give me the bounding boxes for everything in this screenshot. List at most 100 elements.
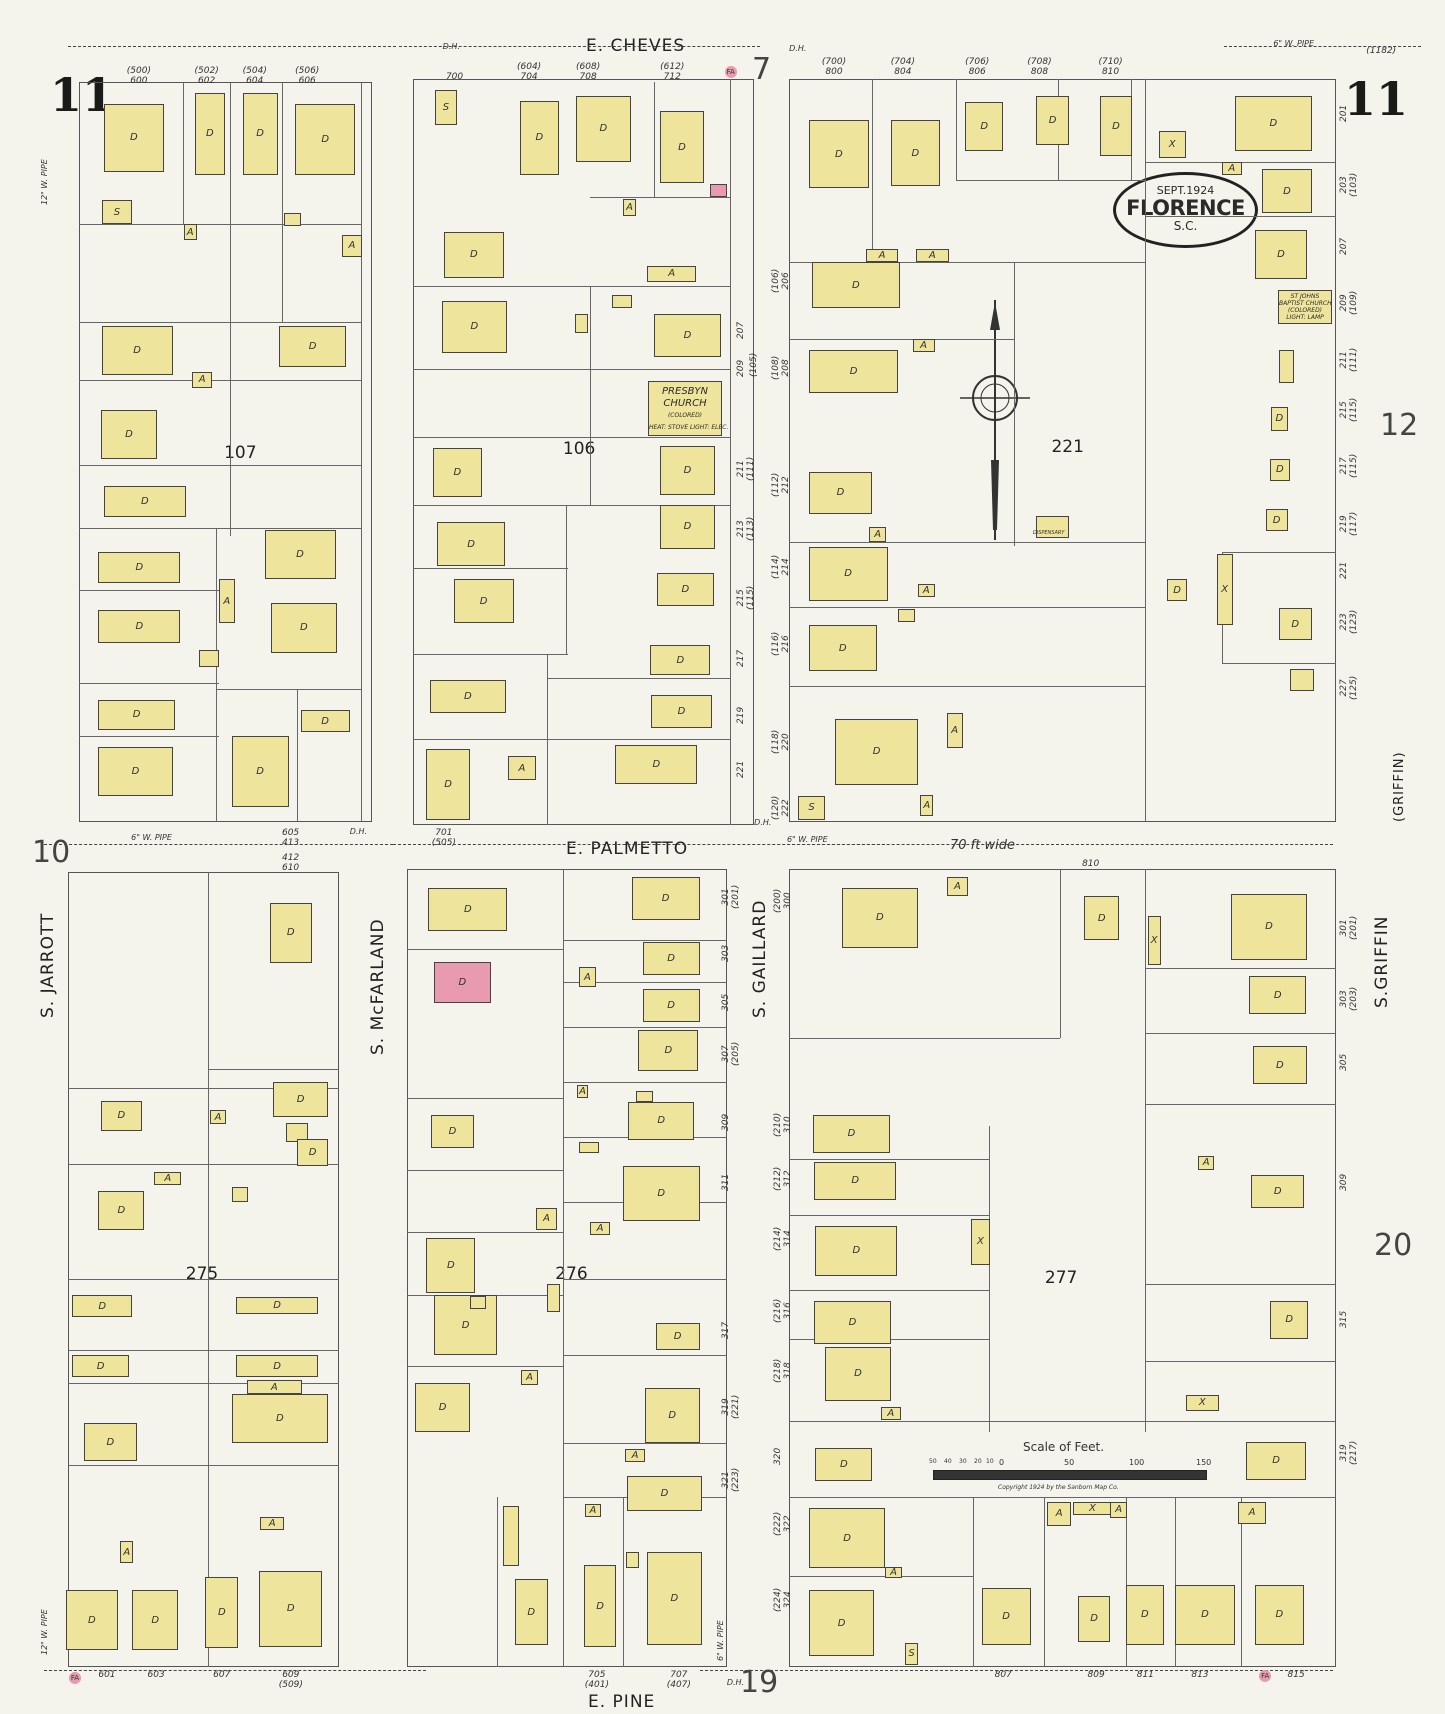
dwelling: D [814,1300,891,1345]
house-number: 309 [1338,1174,1349,1192]
auto-garage: A [218,579,235,623]
dry-hydrant-label: D.H. [442,41,460,51]
auto-garage: A [623,198,637,217]
block-number: 107 [224,442,257,463]
lot-line [406,1098,563,1100]
dwelling: D [1230,894,1308,960]
house-number: 221 [735,761,746,779]
auto-garage: A [880,1406,901,1420]
dwelling: D [273,1082,328,1118]
dwelling: D [651,695,712,728]
dwelling: D [269,902,312,963]
dwelling: D [300,710,350,733]
store: S [797,795,826,820]
house-number: 211 (111) [735,456,756,481]
house-number: (218) 318 [772,1358,793,1383]
outbuilding [579,1142,599,1154]
lot-line [956,78,958,181]
house-number: 807 [994,1670,1012,1681]
dry-hydrant-label: D.H. [754,817,772,827]
dwelling: D [1084,896,1120,940]
church-name: PRESBYN [662,386,708,397]
dwelling: D [1174,1584,1236,1645]
city-block [78,81,372,822]
street-width-note: 70 ft wide [950,838,1015,853]
street-label-e-palmetto: E. PALMETTO [566,839,689,859]
dwelling: D [650,644,711,676]
house-number: 209 (109) [1338,290,1359,315]
sheet-number-top-left: 11 [50,68,115,122]
lot-line [406,948,563,950]
block-number: 277 [1044,1267,1078,1288]
house-number: (710) 810 [1098,56,1123,77]
church-name: ST JOHNS [1290,293,1320,300]
auto-garage: A [1110,1501,1127,1519]
church-name-2: BAPTIST CHURCH [1279,300,1332,307]
outbuilding [198,650,219,667]
street-label-s-griffin: S.GRIFFIN [1372,915,1392,1008]
dwelling: D [1254,1584,1304,1645]
dwelling: D [890,120,940,186]
dwelling: D [965,101,1004,151]
water-pipe-line [699,1670,1334,1672]
fire-alarm-box-icon: FA [1259,1670,1272,1683]
lot-line [1240,1497,1242,1667]
lot-line [1145,216,1336,218]
house-number: 305 [1338,1053,1349,1072]
dwelling: D [72,1295,133,1318]
dwelling: D [808,625,877,672]
house-number: (108) 208 [770,356,791,381]
auto-garage: A [183,224,197,241]
lot-line [1043,1497,1045,1667]
lot-line [413,653,569,655]
dwelling: D [231,735,289,807]
lot-line [78,683,219,685]
house-number: (105) [748,352,759,378]
house-number: 201 [1338,105,1349,123]
shed: X [1158,131,1186,159]
house-number: 209 [735,359,746,378]
fire-alarm-box-icon: FA [724,65,737,78]
dwelling: D [1125,1584,1165,1645]
house-number: 217 [735,649,746,667]
lot-line [78,590,219,592]
dwelling: D [1036,96,1069,146]
house-number: (612) 712 [660,62,685,83]
lot-line [653,81,655,197]
lot-line [789,542,1146,544]
house-number: (114) 214 [770,555,791,580]
lot-line [1221,663,1336,665]
house-number: 317 [721,1321,732,1339]
dwelling: D [430,1114,475,1148]
house-number: 223 (123) [1338,609,1359,634]
dwelling: D [278,325,347,368]
lot-line [562,868,564,1667]
lot-line [78,464,361,466]
lot-line [413,286,731,288]
lot-line [590,196,731,198]
dwelling: D [583,1565,617,1648]
scale-tick-label: 20 [974,1458,982,1465]
title-city: FLORENCE [1126,196,1245,220]
dwelling: D [841,887,919,948]
dwelling: D [627,1475,702,1511]
lot-line [789,606,1146,608]
water-pipe-line [43,843,394,845]
dwelling: D [443,231,504,278]
lot-line [67,1164,339,1166]
dwelling: D [628,1101,695,1140]
house-number: 412 610 [281,852,300,873]
dwelling: D [1252,1046,1308,1085]
auto-garage: A [154,1171,182,1185]
lot-line [67,1382,339,1384]
auto-garage: A [946,876,969,897]
water-pipe-label: 6" W. PIPE [715,1620,725,1662]
house-number: (506) 606 [295,65,320,86]
lot-line [562,981,727,983]
lot-line [562,1442,727,1444]
dwelling: D [1271,406,1288,431]
block-number: 221 [1051,437,1084,458]
dwelling: D [1251,1174,1304,1208]
dwelling: D [259,1570,323,1648]
